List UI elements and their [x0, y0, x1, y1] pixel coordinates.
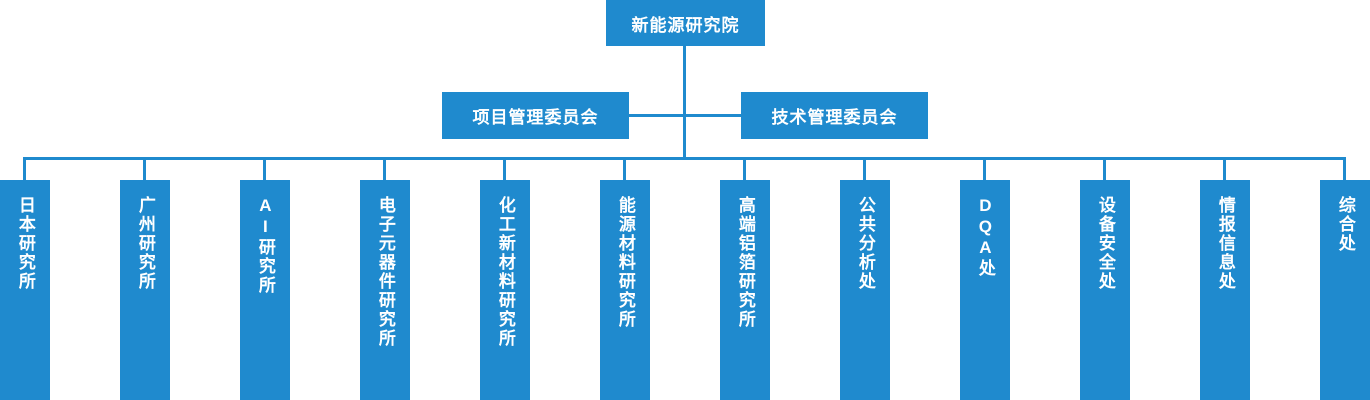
connector-root-trunk — [683, 46, 686, 159]
node-committee-technology-label: 技术管理委员会 — [771, 108, 898, 127]
connector-stub-3 — [263, 157, 266, 180]
node-department-high-end-aluminum-foil-institute[interactable]: 高端铝箔研究所 — [720, 180, 770, 400]
connector-stub-6 — [623, 157, 626, 180]
node-department-label: 化工新材料研究所 — [495, 196, 515, 348]
node-department-label: AI研究所 — [255, 196, 275, 295]
node-department-ai-institute[interactable]: AI研究所 — [240, 180, 290, 400]
node-department-label: DQA处 — [975, 196, 995, 278]
connector-stub-10 — [1103, 157, 1106, 180]
node-department-electronic-components-institute[interactable]: 电子元器件研究所 — [360, 180, 410, 400]
node-department-label: 公共分析处 — [855, 196, 875, 291]
node-root-label: 新能源研究院 — [631, 15, 740, 35]
connector-committee-link — [628, 114, 742, 117]
node-root[interactable]: 新能源研究院 — [606, 0, 765, 46]
node-department-label: 高端铝箔研究所 — [735, 196, 755, 329]
node-department-japan-institute[interactable]: 日本研究所 — [0, 180, 50, 400]
node-department-label: 能源材料研究所 — [615, 196, 635, 329]
node-committee-technology[interactable]: 技术管理委员会 — [741, 92, 928, 139]
connector-stub-11 — [1223, 157, 1226, 180]
connector-stub-4 — [383, 157, 386, 180]
node-department-label: 设备安全处 — [1095, 196, 1115, 291]
node-department-general-affairs-office[interactable]: 综合处 — [1320, 180, 1370, 400]
node-department-chemical-new-materials-institute[interactable]: 化工新材料研究所 — [480, 180, 530, 400]
connector-stub-12 — [1343, 157, 1346, 180]
node-committee-project-label: 项目管理委员会 — [472, 108, 599, 127]
connector-stub-2 — [143, 157, 146, 180]
node-department-label: 广州研究所 — [135, 196, 155, 291]
node-department-guangzhou-institute[interactable]: 广州研究所 — [120, 180, 170, 400]
connector-stub-1 — [23, 157, 26, 180]
node-department-label: 电子元器件研究所 — [375, 196, 395, 348]
connector-stub-9 — [983, 157, 986, 180]
node-department-intelligence-information-office[interactable]: 情报信息处 — [1200, 180, 1250, 400]
node-department-label: 综合处 — [1335, 196, 1355, 253]
node-department-dqa-office[interactable]: DQA处 — [960, 180, 1010, 400]
connector-department-bus — [23, 157, 1345, 160]
node-department-energy-materials-institute[interactable]: 能源材料研究所 — [600, 180, 650, 400]
node-department-label: 日本研究所 — [15, 196, 35, 291]
node-committee-project[interactable]: 项目管理委员会 — [442, 92, 629, 139]
node-department-label: 情报信息处 — [1215, 196, 1235, 291]
node-department-equipment-safety-office[interactable]: 设备安全处 — [1080, 180, 1130, 400]
node-department-public-analysis-office[interactable]: 公共分析处 — [840, 180, 890, 400]
connector-stub-7 — [743, 157, 746, 180]
connector-stub-8 — [863, 157, 866, 180]
connector-stub-5 — [503, 157, 506, 180]
